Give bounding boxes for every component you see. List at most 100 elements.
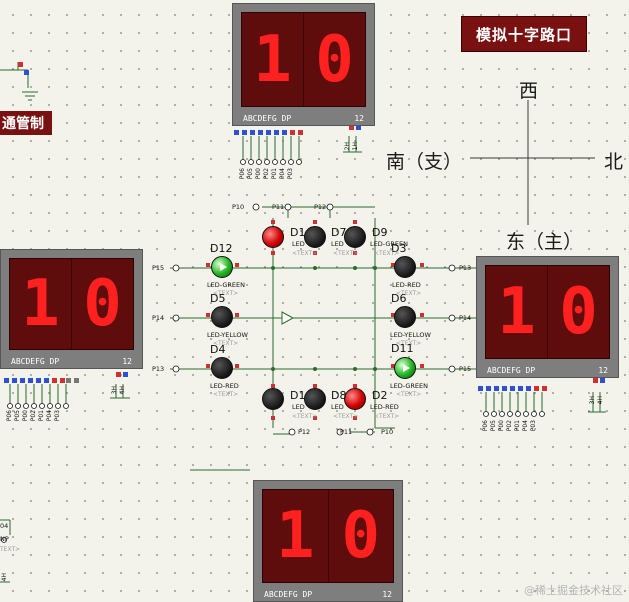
pin-label: P00: [498, 420, 505, 432]
pin-label: 2H: [344, 142, 351, 151]
partial-part-ref: 04: [0, 522, 9, 530]
led-d2: [344, 388, 366, 410]
digit: 1: [242, 13, 304, 106]
net-label: P11: [272, 203, 285, 211]
led-type: LED-RED: [370, 403, 399, 411]
led-text: <TEXT>: [292, 413, 318, 420]
led-d8: [304, 388, 326, 410]
pin-label: 3H: [589, 396, 596, 405]
led-ref: D8: [331, 389, 347, 402]
digit: 1: [10, 259, 72, 349]
digit: 0: [315, 22, 354, 97]
digit: 0: [341, 499, 381, 573]
pin-label: P00: [255, 168, 262, 180]
led-ref: D7: [331, 226, 347, 239]
led-text: <TEXT>: [396, 391, 422, 398]
pin-label: P06: [239, 168, 246, 180]
title-box: 模拟十字路口: [461, 16, 587, 52]
led-d9: [344, 226, 366, 248]
pin-label: 3H: [111, 386, 118, 395]
net-label: P15: [459, 365, 472, 373]
led-type: LED: [331, 240, 344, 248]
display-face: 1 0: [485, 265, 610, 359]
led-d4: [211, 357, 233, 379]
pin-label: P02: [263, 168, 270, 180]
led-ref: D3: [391, 242, 407, 255]
led-d11: [394, 357, 416, 379]
led-type: LED-RED: [210, 382, 239, 390]
led-d5: [211, 306, 233, 328]
display-face: 1 0: [262, 489, 394, 583]
led-ref: D4: [210, 343, 226, 356]
led-type: LED-GREEN: [390, 382, 428, 390]
pin-label: P04: [279, 168, 286, 180]
direction-north: 北: [604, 151, 624, 173]
pin-label: P05: [490, 420, 497, 432]
led-text: <TEXT>: [333, 413, 359, 420]
net-label: P13: [459, 264, 472, 272]
pin-label: P02: [30, 410, 37, 422]
pin-label: P01: [514, 420, 521, 432]
led-type: LED: [292, 403, 305, 411]
led-d12: [211, 256, 233, 278]
led-text: <TEXT>: [213, 340, 239, 347]
led-ref: D5: [210, 292, 226, 305]
digit: 0: [83, 267, 122, 341]
net-label: P11: [340, 428, 353, 436]
led-text: <TEXT>: [396, 340, 422, 347]
led-d6: [394, 306, 416, 328]
led-type: LED: [292, 240, 305, 248]
digit: 0: [559, 275, 598, 349]
led-ref: D6: [391, 292, 407, 305]
led-type: LED: [331, 403, 344, 411]
led-ref: D11: [391, 342, 414, 355]
led-text: <TEXT>: [292, 250, 318, 257]
pin-label: P03: [530, 420, 537, 432]
pin-label: 4H: [119, 386, 126, 395]
net-label: P12: [298, 428, 311, 436]
led-type: LED-GREEN: [207, 281, 245, 289]
led-ref: D9: [372, 226, 388, 239]
led-text: <TEXT>: [396, 290, 422, 297]
net-label: P14: [152, 314, 165, 322]
net-label: P15: [152, 264, 165, 272]
display-face: 1 0: [9, 258, 134, 350]
pin-label: P01: [271, 168, 278, 180]
led-type: LED-GREEN: [370, 240, 408, 248]
led-ref: D12: [210, 242, 233, 255]
pin-label: P06: [482, 420, 489, 432]
display-face: 1 0: [241, 12, 366, 107]
pin-label: P04: [522, 420, 529, 432]
partial-part-text: TEXT>: [0, 546, 21, 553]
pin-label: P03: [54, 410, 61, 422]
pin-label: P05: [247, 168, 254, 180]
digit: 1: [486, 266, 548, 358]
pin-label: 4H: [597, 396, 604, 405]
watermark: @稀土掘金技术社区: [524, 584, 623, 597]
net-label: P10: [232, 203, 245, 211]
partial-title-label: 通管制: [0, 111, 52, 135]
net-label: P13: [152, 365, 165, 373]
net-label: P14: [459, 314, 472, 322]
led-ref: D1: [290, 389, 306, 402]
direction-west: 西: [519, 80, 539, 102]
pin-label: P01: [38, 410, 45, 422]
led-d3: [394, 256, 416, 278]
led-type: LED-YELLOW: [390, 331, 431, 339]
pin-label: P05: [14, 410, 21, 422]
net-label: P10: [381, 428, 394, 436]
led-text: <TEXT>: [213, 290, 239, 297]
led-ref: D2: [372, 389, 388, 402]
pin-label: P04: [46, 410, 53, 422]
pin-label: P02: [506, 420, 513, 432]
pin-label: 1H: [352, 142, 359, 151]
led-d7: [304, 226, 326, 248]
